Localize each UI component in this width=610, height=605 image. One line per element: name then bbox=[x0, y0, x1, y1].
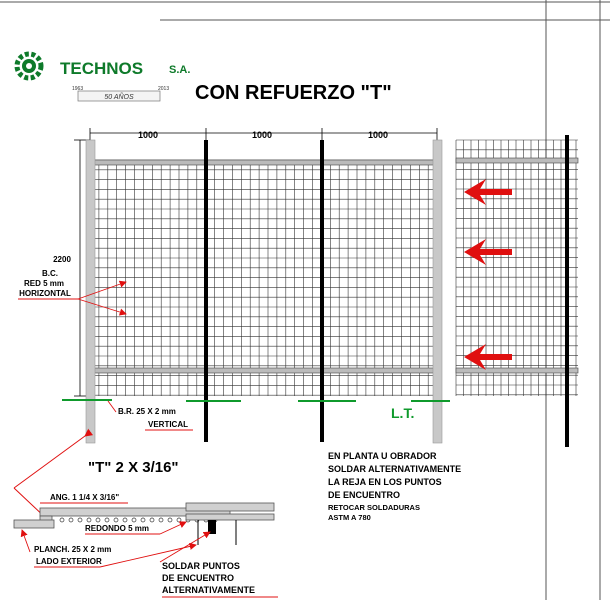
t-profile-label: "T" 2 X 3/16" bbox=[88, 459, 179, 476]
soldar-line-1: SOLDAR PUNTOS bbox=[162, 561, 240, 571]
height-label: 2200 bbox=[53, 255, 71, 264]
plate-section bbox=[13, 519, 55, 529]
ang-label: ANG. 1 1/4 X 3/16" bbox=[50, 493, 119, 502]
note-line-4: DE ENCUENTRO bbox=[328, 490, 400, 500]
anniversary-badge bbox=[77, 90, 161, 102]
red-arrow-icon bbox=[464, 179, 512, 205]
posts bbox=[85, 135, 569, 447]
red-arrow-icon bbox=[464, 239, 512, 265]
bc-leader bbox=[18, 280, 127, 316]
note-line-5: RETOCAR SOLDADURAS bbox=[328, 503, 420, 512]
detail-arrows bbox=[464, 179, 512, 370]
vertical-label: VERTICAL bbox=[148, 420, 188, 429]
end-post-right bbox=[432, 139, 443, 444]
note-line-6: ASTM A 780 bbox=[328, 513, 371, 522]
lt-label: L.T. bbox=[391, 405, 414, 421]
ground-lines bbox=[62, 399, 450, 402]
planch-label: PLANCH. 25 X 2 mm bbox=[34, 545, 111, 554]
year-end: 2013 bbox=[158, 86, 169, 92]
lado-label: LADO EXTERIOR bbox=[36, 557, 102, 566]
note-line-2: SOLDAR ALTERNATIVAMENTE bbox=[328, 464, 461, 474]
t-post-detail bbox=[565, 135, 569, 447]
redondo-label: REDONDO 5 mm bbox=[85, 524, 149, 533]
brand-suffix: S.A. bbox=[169, 64, 190, 76]
t-detail-bar bbox=[185, 513, 275, 521]
red-arrow-icon bbox=[464, 344, 512, 370]
red-label: RED 5 mm bbox=[24, 279, 64, 288]
t-post-2 bbox=[320, 140, 324, 442]
drawing-title: CON REFUERZO "T" bbox=[195, 82, 392, 104]
note-line-3: LA REJA EN LOS PUNTOS bbox=[328, 477, 442, 487]
soldar-line-3: ALTERNATIVAMENTE bbox=[162, 585, 255, 595]
br-label: B.R. 25 X 2 mm bbox=[118, 407, 176, 416]
span-1-label: 1000 bbox=[138, 130, 158, 140]
brand-name: TECHNOS bbox=[60, 59, 143, 78]
mesh-main bbox=[89, 159, 438, 396]
t-post-1 bbox=[204, 140, 208, 442]
horizontal-label: HORIZONTAL bbox=[19, 289, 71, 298]
year-start: 1963 bbox=[72, 86, 83, 92]
gear-icon bbox=[14, 51, 44, 81]
planch-leader bbox=[20, 529, 197, 568]
br-leader bbox=[107, 400, 193, 431]
end-post-left bbox=[85, 139, 96, 444]
span-3-label: 1000 bbox=[368, 130, 388, 140]
anniversary-text: 50 AÑOS bbox=[104, 92, 134, 101]
mesh-detail bbox=[455, 139, 579, 396]
weld-point bbox=[208, 520, 216, 534]
technos-logo: TECHNOS S.A. 1963 2013 50 AÑOS bbox=[14, 51, 190, 102]
redondo-leader bbox=[85, 521, 187, 535]
section-detail bbox=[13, 502, 275, 545]
t-profile-leader bbox=[13, 428, 94, 521]
bc-label: B.C. bbox=[42, 269, 58, 278]
soldar-line-2: DE ENCUENTRO bbox=[162, 573, 234, 583]
t-detail-flange bbox=[185, 502, 275, 512]
angle-flange bbox=[39, 507, 231, 517]
span-2-label: 1000 bbox=[252, 130, 272, 140]
note-line-1: EN PLANTA U OBRADOR bbox=[328, 451, 437, 461]
soldar-leader bbox=[159, 531, 278, 598]
